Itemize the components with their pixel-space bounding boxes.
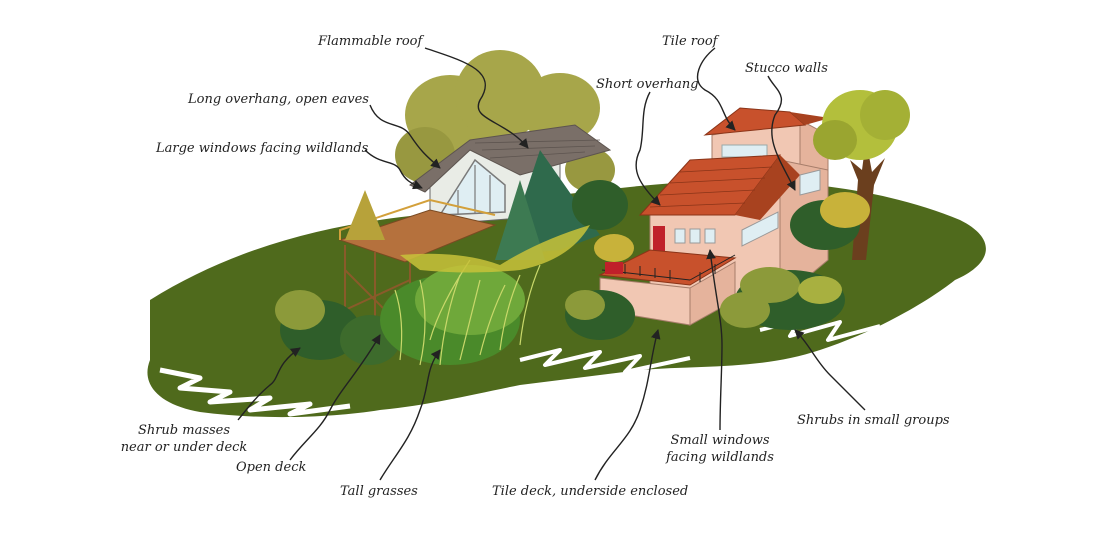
small-window-3 xyxy=(704,228,716,244)
small-window-1 xyxy=(674,228,686,244)
label-shrub-masses-line2: near or under deck xyxy=(120,440,248,455)
label-large-windows: Large windows facing wildlands xyxy=(156,141,369,156)
label-tall-grasses: Tall grasses xyxy=(340,484,418,499)
label-shrub-masses-line1: Shrub masses xyxy=(137,423,231,438)
label-tile-deck: Tile deck, underside enclosed xyxy=(492,484,689,499)
tall-grasses xyxy=(380,225,590,366)
label-flammable-roof: Flammable roof xyxy=(318,34,423,49)
right-house xyxy=(594,107,830,326)
side-window xyxy=(741,211,779,247)
label-long-overhang: Long overhang, open eaves xyxy=(188,92,369,107)
label-small-windows: Small windows facing wildlands xyxy=(650,432,790,466)
label-open-deck: Open deck xyxy=(236,460,307,475)
tile-deck xyxy=(598,249,737,286)
label-shrub-masses: Shrub masses near or under deck xyxy=(104,422,264,456)
label-shrubs-small-groups: Shrubs in small groups xyxy=(797,413,950,428)
label-stucco-walls: Stucco walls xyxy=(745,61,828,76)
door xyxy=(653,226,665,252)
right-tree xyxy=(813,90,910,260)
wooden-deck xyxy=(338,209,497,263)
label-tile-roof: Tile roof xyxy=(662,34,718,49)
label-small-windows-line2: facing wildlands xyxy=(666,450,774,465)
label-small-windows-line1: Small windows xyxy=(670,433,770,448)
label-short-overhang: Short overhang xyxy=(596,77,699,92)
flammable-roof xyxy=(409,124,612,193)
left-house xyxy=(338,124,612,340)
right-shrubs xyxy=(565,192,870,340)
small-window-2 xyxy=(689,228,701,244)
leader-lines xyxy=(237,47,866,481)
